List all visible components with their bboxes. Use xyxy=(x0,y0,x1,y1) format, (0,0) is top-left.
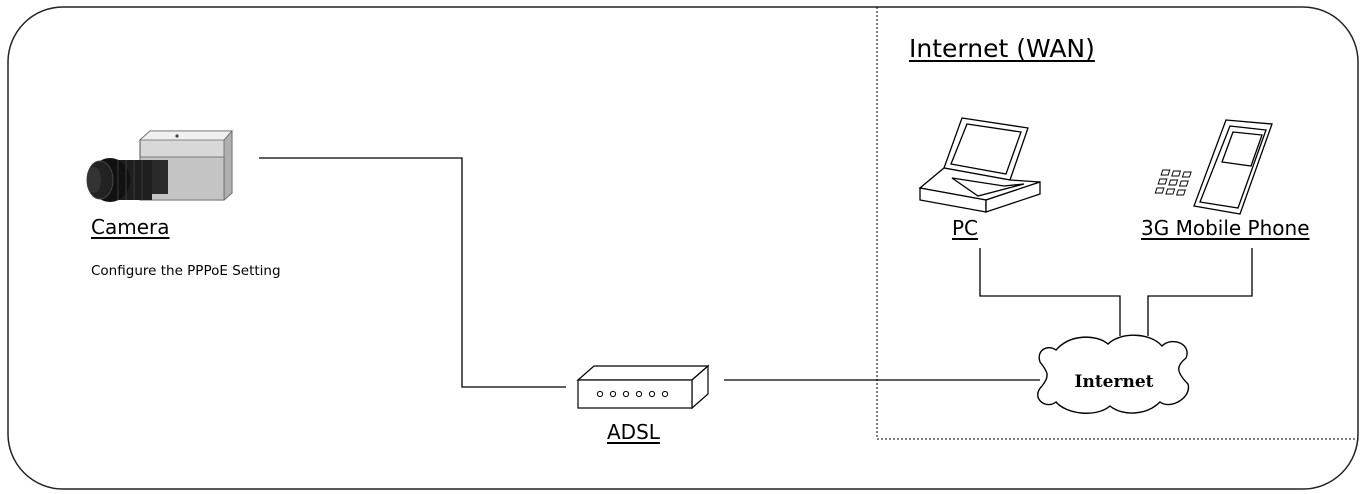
adsl-label: ADSL xyxy=(607,420,660,444)
camera-label: Camera xyxy=(91,215,170,239)
camera-icon xyxy=(86,129,233,202)
outer-frame xyxy=(7,6,1359,490)
mobile-phone-label: 3G Mobile Phone xyxy=(1141,216,1310,240)
laptop-icon xyxy=(918,117,1041,213)
phone-to-internet-line xyxy=(1147,248,1253,336)
pc-to-internet-line xyxy=(979,248,1121,336)
wan-title: Internet (WAN) xyxy=(909,34,1095,63)
camera-note: Configure the PPPoE Setting xyxy=(91,263,281,279)
wan-region-border xyxy=(876,7,1358,440)
adsl-modem-icon xyxy=(576,364,710,410)
camera-to-adsl-line xyxy=(259,157,566,388)
internet-cloud-label: Internet xyxy=(1075,372,1154,392)
pc-label: PC xyxy=(952,216,979,240)
internet-cloud-icon xyxy=(1037,334,1190,414)
mobile-phone-icon xyxy=(1154,119,1273,215)
